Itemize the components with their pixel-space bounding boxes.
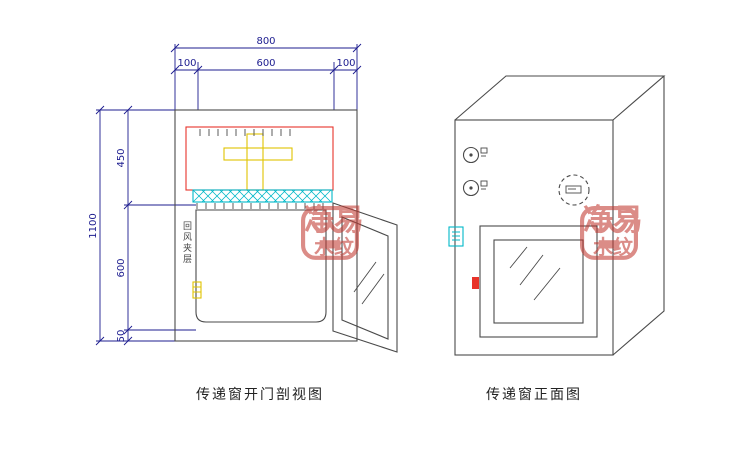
fan-bracket-horizontal (223, 147, 293, 161)
dim-height-seg-2: 600 (116, 258, 127, 277)
hepa-filter-hatch-back (192, 189, 332, 203)
open-door-frame (332, 202, 398, 353)
dim-width-seg-1: 100 (177, 58, 196, 69)
front-door-glass-reflections (509, 246, 561, 301)
dim-width-seg-2: 600 (256, 58, 275, 69)
interlock-knob-1 (462, 146, 480, 164)
right-view (448, 75, 666, 356)
fan-bracket-vertical (246, 133, 264, 191)
door-latch (472, 277, 479, 289)
detail-symbol-box (565, 185, 582, 194)
knob-2-label-plate (480, 180, 488, 187)
open-door-glass (341, 216, 389, 340)
control-box-display-lines (452, 231, 460, 241)
knob-1-label-plate (480, 147, 488, 154)
cabinet-outline (174, 109, 358, 342)
hinge-block (192, 281, 202, 299)
dimension-ticks (95, 43, 362, 346)
control-box (448, 226, 464, 247)
open-door-glass-reflections (353, 261, 385, 305)
dimension-lines (99, 47, 357, 341)
front-door-frame (479, 225, 598, 338)
interlock-knob-1-center (469, 153, 473, 157)
inner-chamber (195, 209, 327, 323)
right-view-caption: 传递窗正面图 (486, 386, 582, 402)
hinge-block-lines (193, 286, 201, 293)
front-door-glass (493, 239, 584, 324)
dim-total-width: 800 (256, 36, 275, 47)
plenum-ticks (199, 129, 291, 136)
interlock-knob-2-center (469, 186, 473, 190)
return-air-label: 回风夹层 (182, 221, 192, 265)
interlock-knob-2 (462, 179, 480, 197)
diffuser-ticks (196, 203, 324, 209)
plenum-outline (185, 126, 334, 191)
dim-height-seg-3: 50 (116, 330, 127, 343)
dimension-extension-lines (96, 44, 358, 342)
left-view: 800 100 600 100 1100 450 600 50 (88, 36, 398, 353)
dim-width-seg-3: 100 (336, 58, 355, 69)
interlock-detail-circle (558, 174, 590, 206)
dim-height-seg-1: 450 (116, 148, 127, 167)
box-top-and-side-faces (454, 75, 666, 356)
dim-total-height: 1100 (88, 213, 99, 238)
hepa-filter-strip (192, 189, 333, 203)
left-view-caption: 传递窗开门剖视图 (196, 386, 324, 402)
